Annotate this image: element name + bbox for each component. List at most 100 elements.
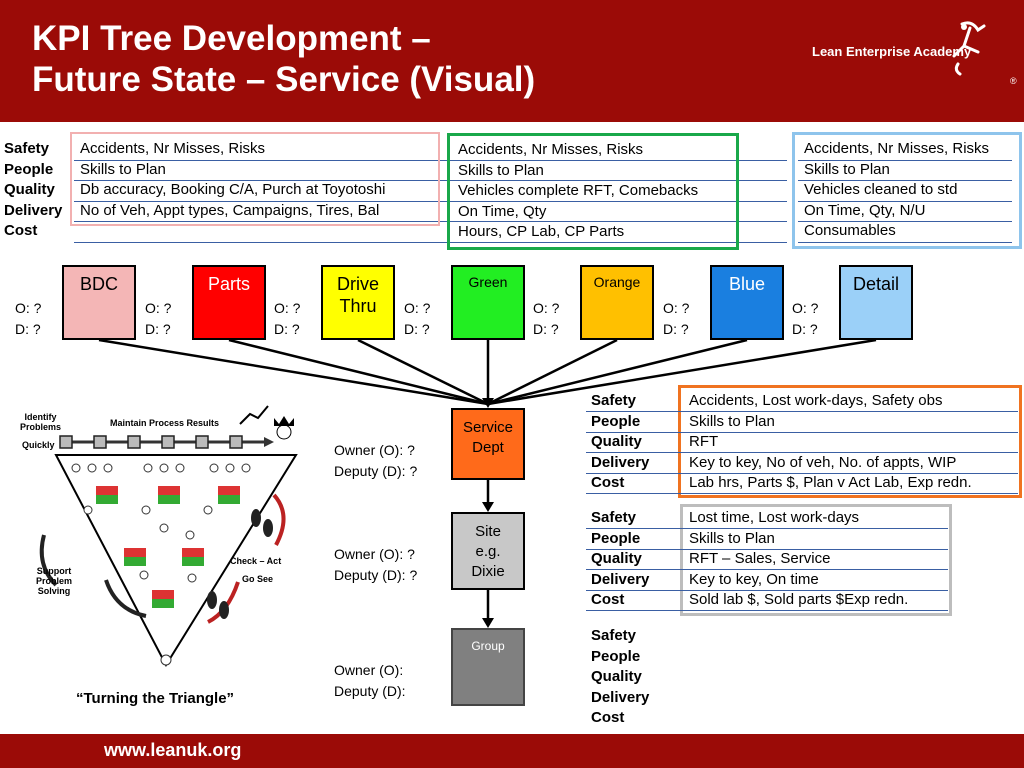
kpi-left-quality: Db accuracy, Booking C/A, Purch at Toyot… bbox=[80, 181, 386, 198]
footer-url: www.leanuk.org bbox=[104, 740, 242, 760]
table-rule bbox=[798, 221, 1012, 222]
header-bar bbox=[0, 0, 1024, 122]
hier-kpi-1-quality: RFT – Sales, Service bbox=[689, 550, 831, 567]
table-rule bbox=[452, 241, 787, 243]
category-label-cost: Cost bbox=[4, 222, 38, 239]
table-rule bbox=[798, 200, 1012, 202]
hier-category-cost: Cost bbox=[591, 709, 625, 726]
triangle-drawing bbox=[39, 405, 298, 668]
unit-owner-label: O: ? bbox=[663, 300, 690, 316]
hier-kpi-1-safety: Lost time, Lost work-days bbox=[689, 509, 860, 526]
table-rule bbox=[798, 180, 1012, 181]
kpi-right-cost: Consumables bbox=[804, 222, 896, 239]
kpi-right-safety: Accidents, Nr Misses, Risks bbox=[804, 140, 990, 157]
maintain-results-label: Maintain Process Results bbox=[110, 418, 220, 428]
table-rule bbox=[586, 493, 1018, 494]
table-rule bbox=[452, 221, 787, 222]
hier-kpi-0-cost: Lab hrs, Parts $, Plan v Act Lab, Exp re… bbox=[689, 474, 972, 491]
table-rule bbox=[74, 180, 514, 181]
table-rule bbox=[586, 528, 948, 529]
hier-category-quality: Quality bbox=[591, 550, 642, 567]
hierarchy-deputy-label: Deputy (D): ? bbox=[334, 463, 418, 479]
table-rule bbox=[798, 159, 1012, 161]
table-rule bbox=[74, 200, 514, 202]
support-problem-solving-label: Support Problem Solving bbox=[36, 566, 73, 596]
triangle-caption: “Turning the Triangle” bbox=[76, 690, 235, 707]
unit-owner-label: O: ? bbox=[274, 300, 301, 316]
kpi-left-delivery: No of Veh, Appt types, Campaigns, Tires,… bbox=[80, 201, 380, 219]
right-table-frame bbox=[792, 132, 1022, 249]
go-see-label: Go See bbox=[242, 574, 274, 584]
hier-category-delivery: Delivery bbox=[591, 570, 650, 588]
hierarchy-node-2[interactable]: Group bbox=[451, 628, 525, 706]
unit-owner-label: O: ? bbox=[533, 300, 560, 316]
check-act-label: Check – Act bbox=[230, 556, 282, 566]
unit-deputy-label: D: ? bbox=[404, 321, 430, 337]
category-label-people: People bbox=[4, 160, 54, 178]
hier-kpi-0-delivery: Key to key, No of veh, No. of appts, WIP bbox=[689, 453, 957, 471]
unit-deputy-label: D: ? bbox=[792, 321, 818, 337]
quickly-label: Quickly bbox=[22, 440, 55, 450]
table-rule bbox=[586, 431, 1018, 433]
hierarchy-owner-label: Owner (O): bbox=[334, 662, 404, 678]
service-dept-kpi-frame bbox=[678, 385, 1022, 498]
unit-node-orange[interactable]: Orange bbox=[580, 265, 654, 340]
unit-owner-label: O: ? bbox=[792, 300, 819, 316]
table-rule bbox=[74, 159, 514, 161]
left-table-frame bbox=[70, 132, 440, 226]
hier-kpi-0-people: Skills to Plan bbox=[689, 412, 775, 430]
kpi-right-people: Skills to Plan bbox=[804, 160, 890, 178]
site-kpi-frame bbox=[680, 504, 952, 616]
table-rule bbox=[74, 221, 514, 222]
unit-node-green[interactable]: Green bbox=[451, 265, 525, 340]
hierarchy-owner-label: Owner (O): ? bbox=[334, 546, 415, 562]
hier-category-people: People bbox=[591, 647, 641, 665]
kpi-right-quality: Vehicles cleaned to std bbox=[804, 181, 958, 198]
hier-kpi-0-safety: Accidents, Lost work-days, Safety obs bbox=[689, 392, 943, 409]
table-rule bbox=[586, 610, 948, 611]
unit-deputy-label: D: ? bbox=[15, 321, 41, 337]
hierarchy-deputy-label: Deputy (D): bbox=[334, 683, 406, 699]
hier-kpi-1-people: Skills to Plan bbox=[689, 529, 775, 547]
table-rule bbox=[452, 200, 787, 202]
unit-owner-label: O: ? bbox=[145, 300, 172, 316]
hier-category-quality: Quality bbox=[591, 433, 642, 450]
table-rule bbox=[798, 241, 1012, 243]
kpi-center-people: Skills to Plan bbox=[458, 161, 544, 179]
table-rule bbox=[586, 548, 948, 550]
unit-deputy-label: D: ? bbox=[274, 321, 300, 337]
hier-kpi-1-delivery: Key to key, On time bbox=[689, 570, 819, 588]
unit-deputy-label: D: ? bbox=[533, 321, 559, 337]
kpi-left-people: Skills to Plan bbox=[80, 160, 166, 178]
kpi-center-delivery: On Time, Qty bbox=[458, 202, 547, 220]
table-rule bbox=[452, 180, 787, 181]
unit-node-drive-thru[interactable]: Drive Thru bbox=[321, 265, 395, 340]
hier-category-safety: Safety bbox=[591, 509, 637, 526]
hierarchy-node-1[interactable]: Site e.g. Dixie bbox=[451, 512, 525, 590]
hier-category-people: People bbox=[591, 412, 641, 430]
hier-category-cost: Cost bbox=[591, 474, 625, 491]
kpi-left-safety: Accidents, Nr Misses, Risks bbox=[80, 140, 266, 157]
category-label-safety: Safety bbox=[4, 140, 50, 157]
kpi-right-delivery: On Time, Qty, N/U bbox=[804, 201, 926, 219]
unit-node-detail[interactable]: Detail bbox=[839, 265, 913, 340]
hier-kpi-0-quality: RFT bbox=[689, 433, 719, 450]
unit-node-parts[interactable]: Parts bbox=[192, 265, 266, 340]
table-rule bbox=[74, 241, 514, 243]
unit-node-blue[interactable]: Blue bbox=[710, 265, 784, 340]
hierarchy-owner-label: Owner (O): ? bbox=[334, 442, 415, 458]
brand-logo-figure-icon bbox=[952, 21, 986, 76]
table-rule bbox=[586, 411, 1018, 412]
category-label-quality: Quality bbox=[4, 181, 55, 198]
kpi-center-cost: Hours, CP Lab, CP Parts bbox=[458, 223, 625, 240]
slide-title: KPI Tree Development – Future State – Se… bbox=[32, 19, 536, 99]
hier-kpi-1-cost: Sold lab $, Sold parts $Exp redn. bbox=[689, 591, 909, 608]
identify-problems-label: Identify Problems bbox=[20, 412, 62, 432]
unit-owner-label: O: ? bbox=[404, 300, 431, 316]
turning-triangle-illustration: Identify Problems Quickly Maintain Proce… bbox=[6, 400, 318, 720]
center-table-frame bbox=[447, 133, 739, 250]
hierarchy-node-0[interactable]: Service Dept bbox=[451, 408, 525, 480]
unit-node-bdc[interactable]: BDC bbox=[62, 265, 136, 340]
